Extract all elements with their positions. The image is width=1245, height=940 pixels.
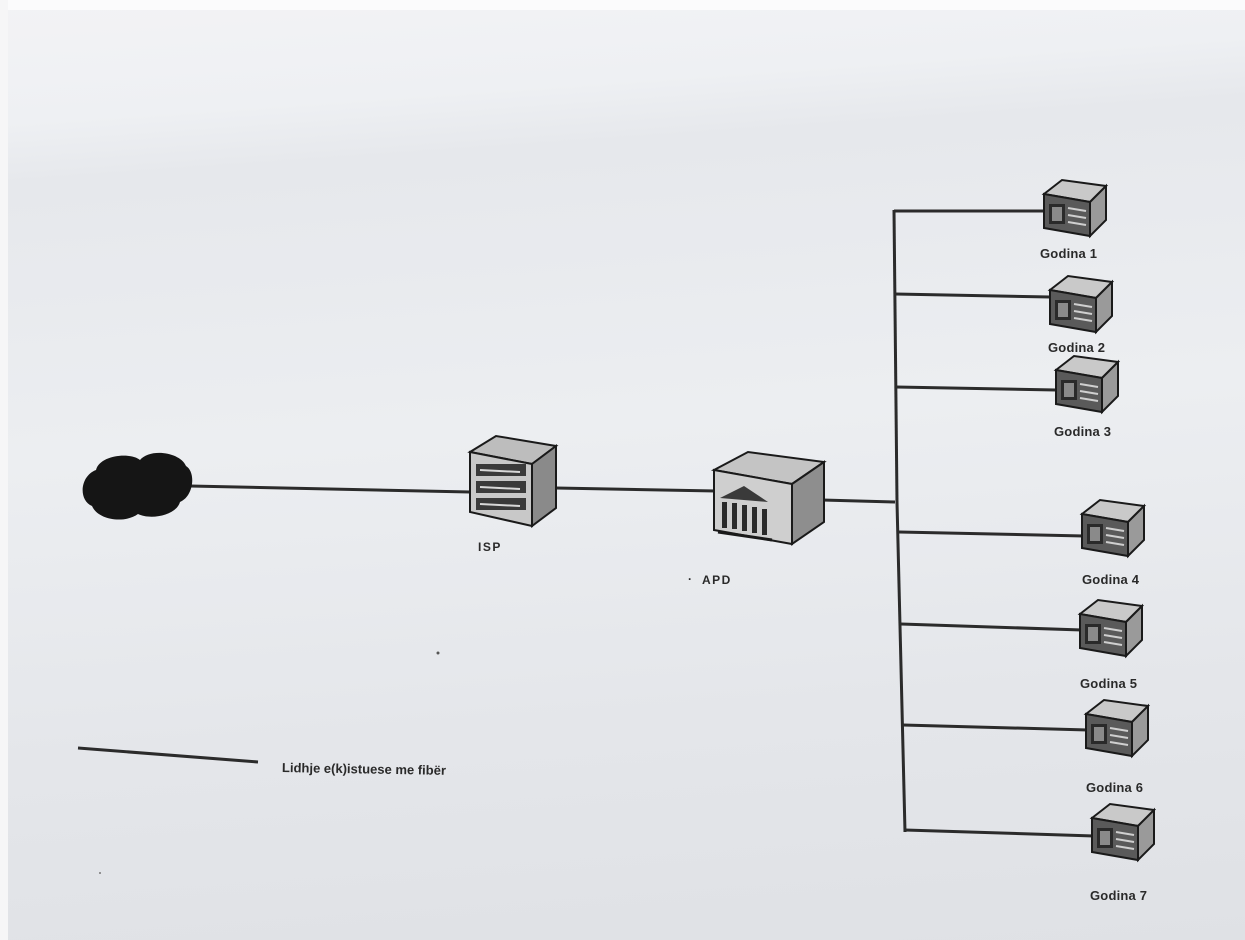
isp-label: ISP (478, 540, 502, 554)
branch-line-4 (898, 530, 1085, 538)
building-label-6: Godina 6 (1086, 780, 1144, 795)
building-icon (1085, 699, 1149, 757)
link-apd-bus (821, 498, 896, 504)
isp-server-icon (469, 435, 557, 527)
legend-label: Lidhje e(k)istuese me fibër (281, 760, 447, 778)
branch-line-6 (902, 723, 1089, 732)
legend-line-sample (77, 746, 259, 764)
building-label-4: Godina 4 (1082, 572, 1140, 587)
building-label-1: Godina 1 (1040, 246, 1098, 261)
building-icon (1091, 803, 1155, 861)
building-icon (1079, 599, 1143, 657)
building-icon (1043, 179, 1107, 237)
building-icon (1081, 499, 1145, 557)
internet-cloud-icon (82, 452, 193, 520)
building-label-2: Godina 2 (1048, 340, 1106, 355)
branch-line-7 (904, 828, 1095, 838)
building-label-5: Godina 5 (1080, 676, 1138, 691)
paper-speck (99, 872, 101, 874)
link-isp-apd (555, 486, 717, 493)
building-label-3: Godina 3 (1054, 424, 1112, 439)
building-icon (1055, 355, 1119, 413)
branch-line-5 (900, 622, 1083, 632)
apd-tick-mark: · (688, 572, 694, 586)
branch-line-3 (895, 385, 1057, 392)
building-label-7: Godina 7 (1090, 888, 1148, 903)
link-cloud-isp (189, 484, 471, 494)
apd-label: APD (702, 573, 732, 587)
building-icon (1049, 275, 1113, 333)
bus-line-lower (895, 501, 907, 833)
branch-line-2 (894, 292, 1051, 299)
apd-building-icon (712, 450, 826, 546)
bus-line-upper (892, 209, 899, 503)
paper-speck (436, 651, 440, 655)
